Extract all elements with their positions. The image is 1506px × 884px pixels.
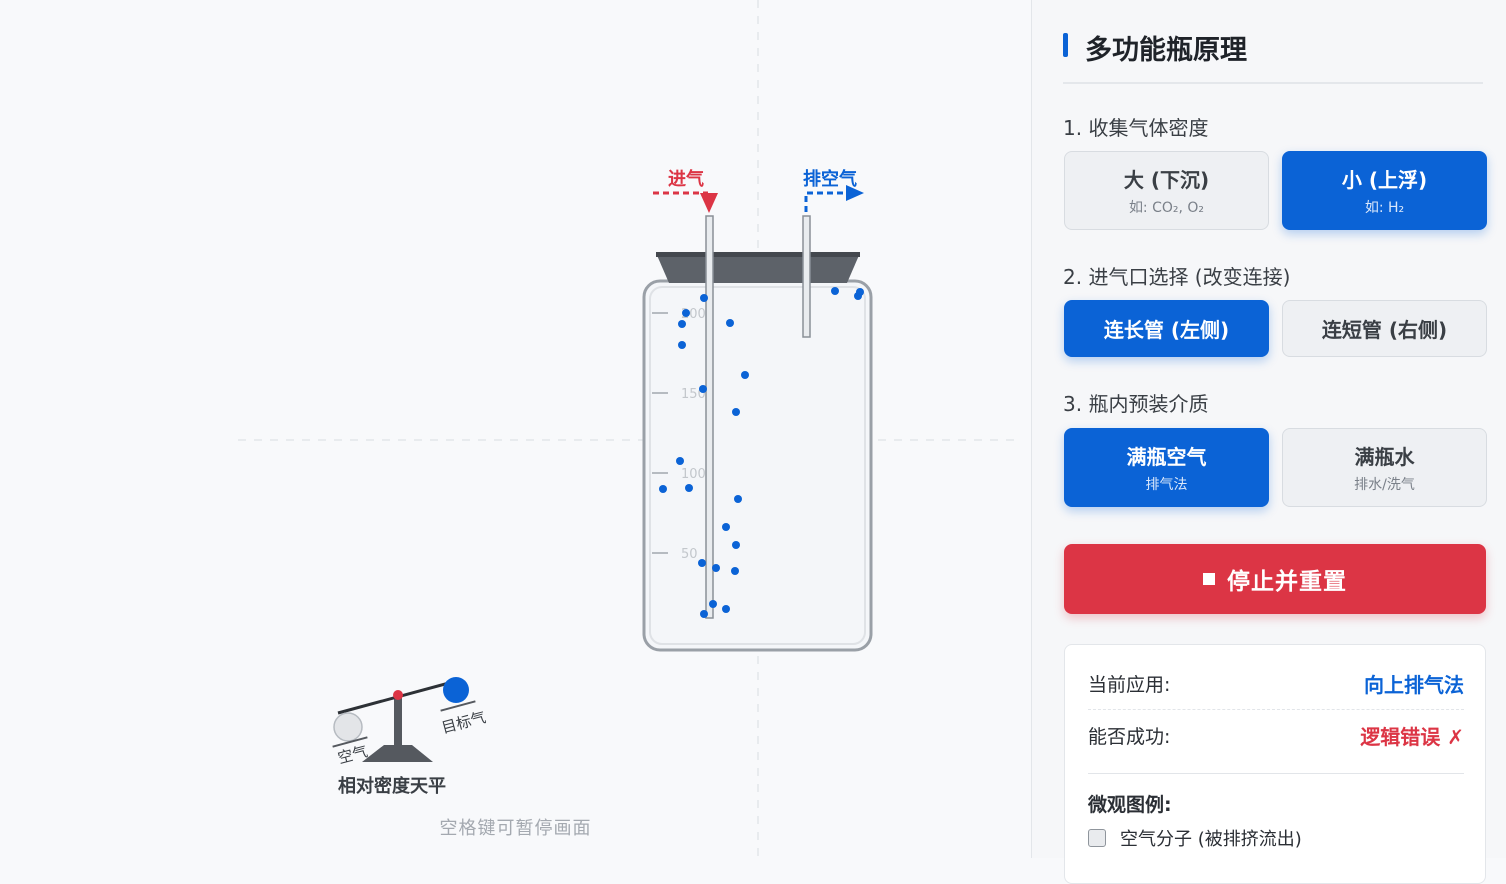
balance-air-label: 空气 <box>336 742 370 767</box>
stop-reset-label: 停止并重置 <box>1227 569 1347 595</box>
air-ball-icon <box>333 712 363 742</box>
simulation-canvas: 进气 排空气 200 150 100 50 <box>238 0 1020 858</box>
status-card: 当前应用: 向上排气法 能否成功: 逻辑错误 ✗ 微观图例: 空气分子 (被排挤… <box>1064 644 1486 884</box>
title-accent-bar <box>1063 33 1068 57</box>
balance-caption: 相对密度天平 <box>338 776 446 797</box>
density-heavy-button[interactable]: 大 (下沉) 如: CO₂, O₂ <box>1064 151 1269 230</box>
pause-hint: 空格键可暂停画面 <box>439 818 592 839</box>
inlet-label: 进气 <box>668 168 704 190</box>
legend-air-label: 空气分子 (被排挤流出) <box>1120 829 1302 850</box>
scale-label-50: 50 <box>681 547 698 562</box>
molecule-dot <box>699 385 707 393</box>
outlet-arrow-icon <box>804 185 864 212</box>
molecule-dot <box>741 371 749 379</box>
medium-air-method: 排气法 <box>1145 477 1188 493</box>
molecule-dot <box>709 600 717 608</box>
section-medium-label: 3. 瓶内预装介质 <box>1063 392 1209 416</box>
molecule-dot <box>734 495 742 503</box>
molecule-dot <box>712 564 720 572</box>
molecule-dot <box>685 484 693 492</box>
molecule-dot <box>700 610 708 618</box>
density-heavy-label: 大 (下沉) <box>1123 168 1210 192</box>
molecule-dot <box>731 567 739 575</box>
density-light-label: 小 (上浮) <box>1341 168 1428 192</box>
molecule-dot <box>676 457 684 465</box>
gas-bottle <box>642 252 873 652</box>
application-key: 当前应用: <box>1088 673 1171 696</box>
bottle-stopper <box>656 253 860 283</box>
inlet-short-tube-label: 连短管 (右侧) <box>1321 318 1448 342</box>
legend-air-checkbox[interactable] <box>1088 829 1106 847</box>
long-tube <box>705 215 714 619</box>
stop-square-icon <box>1203 573 1215 585</box>
panel-title: 多功能瓶原理 <box>1063 28 1483 84</box>
legend-title: 微观图例: <box>1088 794 1172 816</box>
medium-air-button[interactable]: 满瓶空气 排气法 <box>1064 428 1269 507</box>
molecule-dot <box>856 288 864 296</box>
molecule-dot <box>732 541 740 549</box>
molecule-dot <box>831 287 839 295</box>
success-key: 能否成功: <box>1088 725 1171 748</box>
balance-pivot <box>393 690 403 700</box>
medium-water-method: 排水/洗气 <box>1354 477 1415 493</box>
simulation-stage[interactable]: 进气 排空气 200 150 100 50 <box>0 0 1031 858</box>
balance-target-label: 目标气 <box>440 708 488 737</box>
panel-title-text: 多功能瓶原理 <box>1085 35 1247 66</box>
molecule-dot <box>722 605 730 613</box>
molecule-dot <box>700 294 708 302</box>
medium-air-label: 满瓶空气 <box>1126 445 1207 469</box>
molecule-dot <box>659 485 667 493</box>
target-gas-ball-icon <box>443 677 469 703</box>
success-value: 逻辑错误 ✗ <box>1360 724 1464 749</box>
density-heavy-example: 如: CO₂, O₂ <box>1128 200 1205 216</box>
application-value: 向上排气法 <box>1364 672 1464 697</box>
inlet-short-tube-button[interactable]: 连短管 (右侧) <box>1282 300 1487 357</box>
control-panel: 多功能瓶原理 1. 收集气体密度 大 (下沉) 如: CO₂, O₂ 小 (上浮… <box>1031 0 1506 884</box>
inlet-long-tube-button[interactable]: 连长管 (左侧) <box>1064 300 1269 357</box>
density-balance: 空气 目标气 <box>332 677 488 767</box>
short-tube <box>802 215 811 338</box>
molecule-dot <box>722 523 730 531</box>
scale-label-100: 100 <box>681 467 706 482</box>
molecule-dot <box>732 408 740 416</box>
density-light-button[interactable]: 小 (上浮) 如: H₂ <box>1282 151 1487 230</box>
molecule-dot <box>678 341 686 349</box>
status-row-success: 能否成功: 逻辑错误 ✗ <box>1088 709 1464 761</box>
density-light-example: 如: H₂ <box>1364 200 1405 216</box>
stop-reset-button[interactable]: 停止并重置 <box>1064 544 1486 614</box>
inlet-arrow-icon <box>653 191 718 213</box>
section-density-label: 1. 收集气体密度 <box>1063 116 1209 140</box>
medium-water-label: 满瓶水 <box>1354 445 1415 469</box>
molecule-layer <box>659 287 864 618</box>
medium-water-button[interactable]: 满瓶水 排水/洗气 <box>1282 428 1487 507</box>
molecule-dot <box>726 319 734 327</box>
molecule-dot <box>682 309 690 317</box>
outlet-label: 排空气 <box>803 168 857 190</box>
legend-item-air[interactable]: 空气分子 (被排挤流出) <box>1088 825 1302 851</box>
legend-divider <box>1088 773 1464 774</box>
molecule-dot <box>698 559 706 567</box>
inlet-long-tube-label: 连长管 (左侧) <box>1103 318 1230 342</box>
molecule-dot <box>678 320 686 328</box>
section-inlet-label: 2. 进气口选择 (改变连接) <box>1063 265 1291 289</box>
status-row-application: 当前应用: 向上排气法 <box>1088 657 1464 710</box>
